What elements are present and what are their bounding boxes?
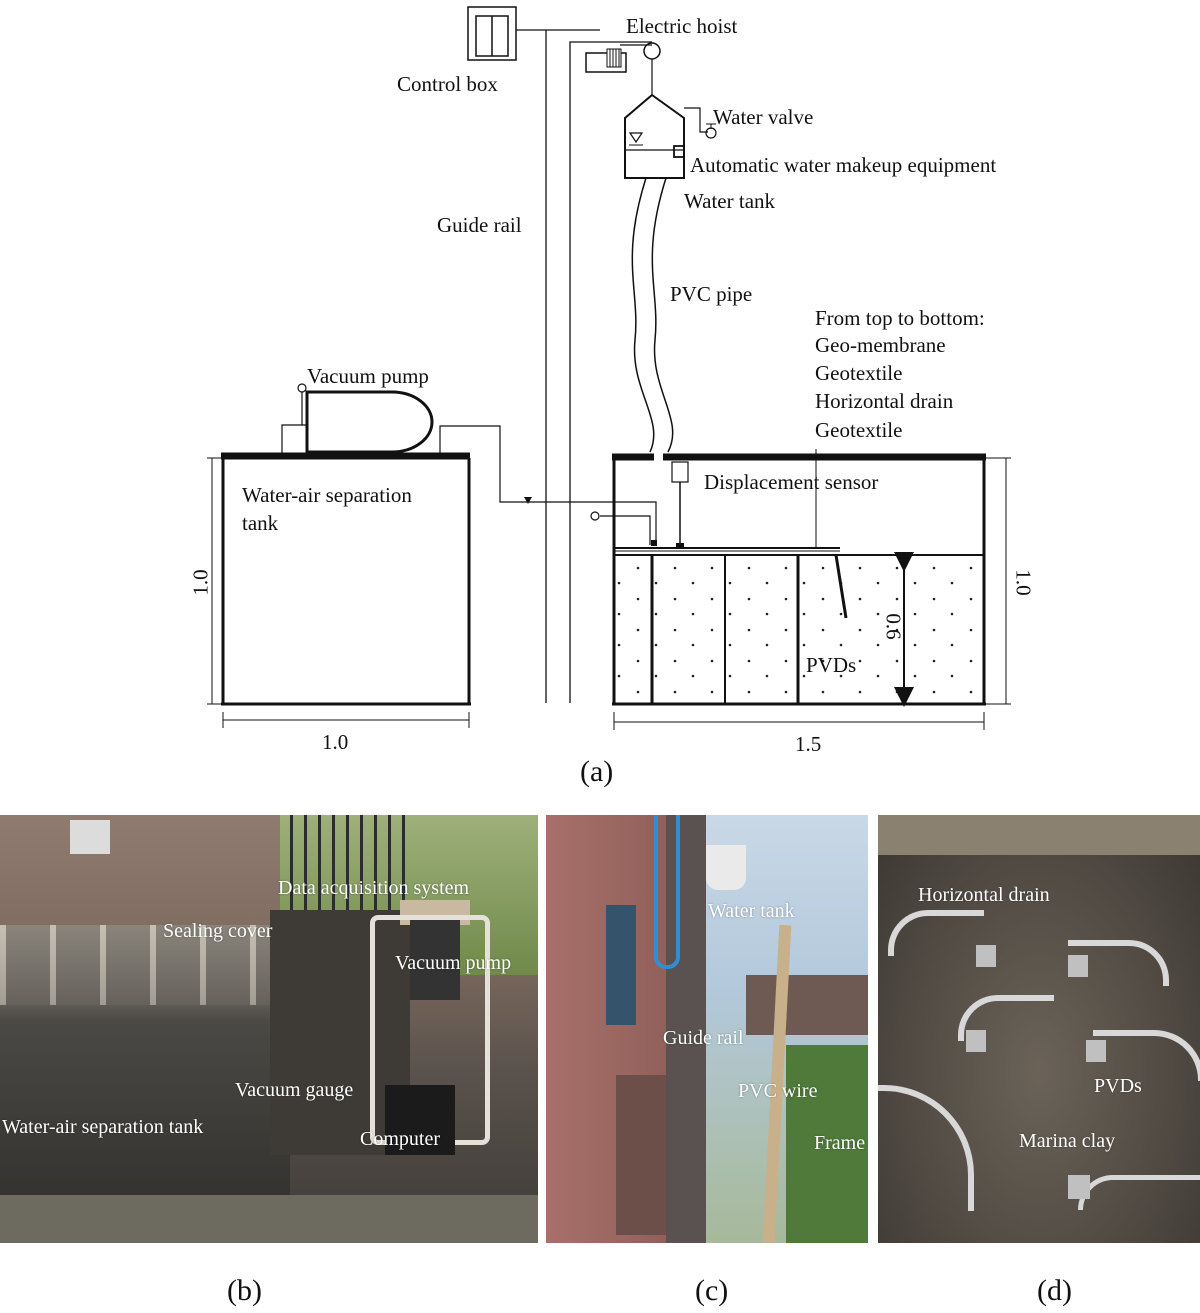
guide-rail-label: Guide rail	[437, 213, 522, 237]
data-acquisition-label: Data acquisition system	[278, 877, 470, 899]
computer-label: Computer	[360, 1128, 440, 1150]
horizontal-drain-photo-label: Horizontal drain	[918, 884, 1050, 906]
control-box-icon	[467, 6, 517, 61]
separation-tank-label: Water-air separation	[242, 483, 412, 507]
sealing-cover-label: Sealing cover	[163, 920, 273, 942]
pvds-label: PVDs	[806, 653, 857, 677]
vacuum-pump-icon	[281, 383, 570, 504]
vacuum-pump-photo-label: Vacuum pump	[395, 952, 512, 974]
caption-b: (b)	[227, 1274, 262, 1307]
photo-b: Data acquisition system Sealing cover Va…	[0, 815, 538, 1243]
schematic-diagram	[207, 6, 1011, 730]
dimension-lines	[207, 457, 1011, 730]
layers-heading: From top to bottom:	[815, 306, 985, 330]
marina-clay-label: Marina clay	[1019, 1130, 1116, 1152]
electric-hoist-icon	[585, 42, 661, 95]
layer-geotextile-bottom: Geotextile	[815, 418, 903, 442]
guide-rail-photo-label: Guide rail	[663, 1027, 744, 1049]
water-valve-label: Water valve	[713, 105, 814, 129]
model-tank	[570, 449, 986, 706]
caption-c: (c)	[695, 1274, 729, 1307]
photo-c: Water tank Guide rail PVC wire Frame	[546, 815, 868, 1243]
layer-horizontal-drain: Horizontal drain	[815, 389, 954, 413]
pvc-pipe	[631, 177, 674, 453]
soil-depth-dim: 0.6	[881, 613, 906, 640]
water-tank-icon	[624, 94, 717, 179]
left-width-dim: 1.0	[322, 730, 349, 754]
vacuum-pump-label: Vacuum pump	[307, 364, 429, 388]
right-height-dim: 1.0	[1011, 569, 1036, 596]
caption-d: (d)	[1037, 1274, 1072, 1307]
pvc-wire-label: PVC wire	[738, 1080, 818, 1102]
guide-rail-left	[516, 29, 547, 703]
frame-label: Frame	[814, 1132, 866, 1154]
caption-a: (a)	[580, 755, 614, 788]
pvds-photo-label: PVDs	[1094, 1075, 1142, 1097]
water-tank-photo-label: Water tank	[708, 900, 795, 922]
separation-tank-label-2: tank	[242, 511, 279, 535]
vacuum-gauge-label: Vacuum gauge	[235, 1079, 354, 1101]
displacement-sensor-label: Displacement sensor	[704, 470, 879, 494]
separation-tank	[221, 452, 471, 706]
layer-geo-membrane: Geo-membrane	[815, 333, 946, 357]
guide-rail-right	[569, 41, 652, 703]
water-tank-label: Water tank	[684, 189, 776, 213]
auto-water-label: Automatic water makeup equipment	[690, 153, 997, 177]
control-box-label: Control box	[397, 72, 498, 96]
layer-geotextile-top: Geotextile	[815, 361, 903, 385]
pvc-pipe-label: PVC pipe	[670, 282, 753, 306]
left-height-dim: 1.0	[188, 569, 213, 596]
separation-tank-photo-label: Water-air separation tank	[2, 1116, 204, 1138]
electric-hoist-label: Electric hoist	[626, 14, 738, 38]
right-width-dim: 1.5	[795, 732, 822, 756]
photo-d: Horizontal drain PVDs Marina clay	[878, 815, 1200, 1243]
